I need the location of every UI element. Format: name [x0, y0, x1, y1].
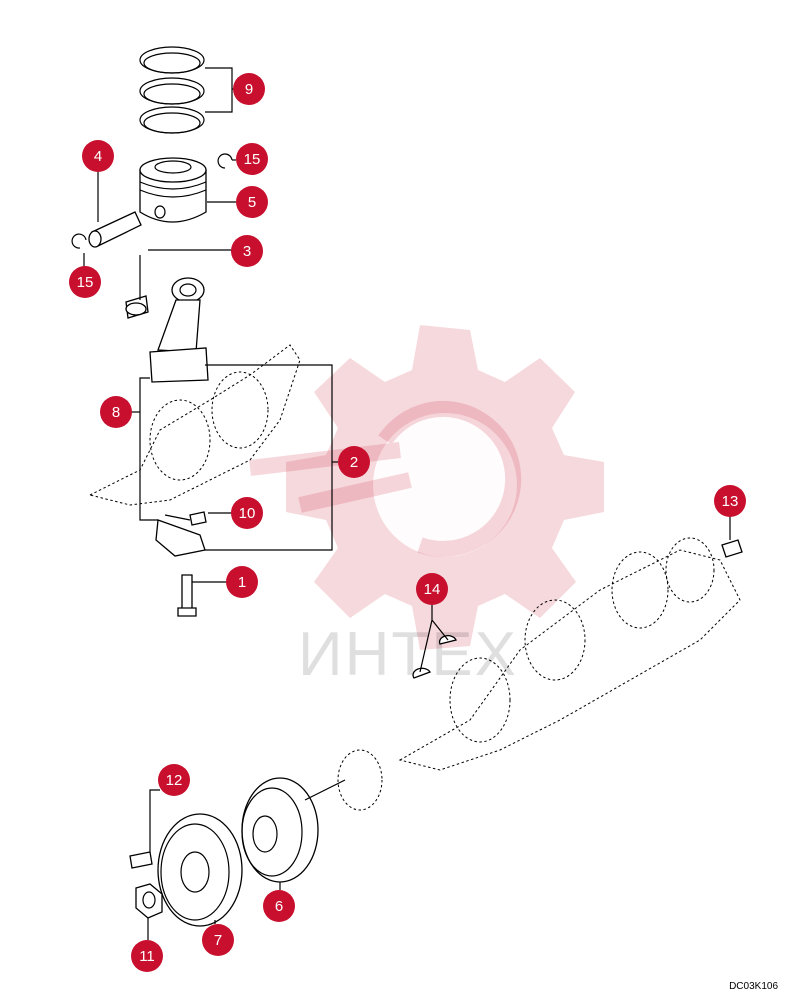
callout-9[interactable]: 9	[233, 73, 265, 105]
callout-10[interactable]: 10	[231, 497, 263, 529]
snap-ring-right	[217, 153, 233, 169]
snap-ring-left	[71, 233, 87, 249]
crankshaft-outline-upper	[88, 344, 301, 506]
crankshaft-nut	[135, 883, 163, 919]
connecting-rod	[149, 277, 209, 383]
crankshaft-end-pin	[721, 539, 743, 558]
watermark-wrench-icon	[373, 413, 517, 557]
pulley-bolt	[129, 851, 153, 869]
rod-bolt	[177, 574, 197, 617]
callout-15-left[interactable]: 15	[69, 266, 101, 298]
callout-13[interactable]: 13	[714, 485, 746, 517]
callout-14[interactable]: 14	[416, 573, 448, 605]
dowel-pin	[189, 511, 207, 526]
watermark-text: ИНТЕХ	[298, 620, 518, 689]
callout-3[interactable]: 3	[231, 235, 263, 267]
callout-2[interactable]: 2	[338, 446, 370, 478]
piston-pin	[88, 211, 142, 248]
main-bearing-halves	[155, 514, 206, 557]
callout-4[interactable]: 4	[82, 140, 114, 172]
callout-6[interactable]: 6	[263, 890, 295, 922]
crankshaft-pulley	[241, 777, 346, 883]
callout-5[interactable]: 5	[236, 186, 268, 218]
piston-rings	[139, 46, 205, 134]
damper-pulley	[157, 813, 243, 927]
crankshaft-outline-lower	[398, 537, 741, 771]
callout-7[interactable]: 7	[202, 924, 234, 956]
callout-8[interactable]: 8	[100, 396, 132, 428]
piston	[139, 157, 207, 223]
small-end-bushing	[125, 295, 149, 319]
callout-15-right[interactable]: 15	[236, 143, 268, 175]
watermark-arc-icon	[249, 400, 522, 557]
bearing-bracket-lines	[139, 364, 333, 551]
callout-11[interactable]: 11	[131, 940, 163, 972]
drawing-code: DC03K106	[729, 981, 778, 992]
callout-12[interactable]: 12	[158, 764, 190, 796]
crankshaft-gear	[337, 749, 383, 811]
callout-1[interactable]: 1	[226, 566, 258, 598]
